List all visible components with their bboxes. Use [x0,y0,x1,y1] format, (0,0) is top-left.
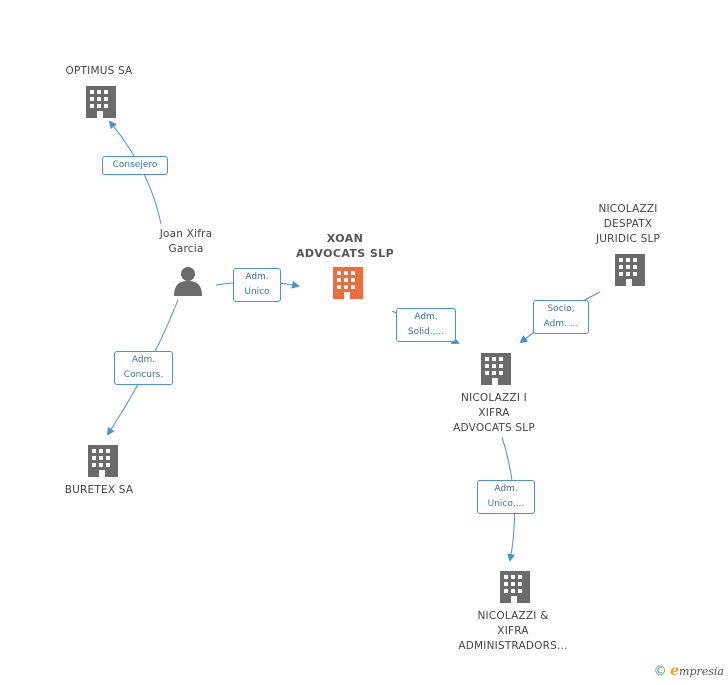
node-label-buretex[interactable]: BURETEX SA [29,483,169,498]
copyright-symbol: © [653,664,667,679]
edge-label-socio[interactable]: Socio, Adm. ... [533,300,589,334]
node-label-nicolazzi-admin[interactable]: NICOLAZZI & XIFRA ADMINISTRADORS... [443,609,583,654]
edge-label-line: Socio, [547,304,575,314]
building-icon[interactable] [615,254,645,286]
building-icon[interactable] [88,445,118,477]
node-label-line: NICOLAZZI & [477,610,549,622]
node-label-line: ADVOCATS SLP [453,422,535,434]
node-label-joan[interactable]: Joan Xifra Garcia [116,227,256,257]
node-label-xoan[interactable]: XOAN ADVOCATS SLP [275,231,415,261]
edge-label-line: Concurs. [123,370,164,380]
node-label-line: BURETEX SA [64,484,134,496]
edge-label-adm-concurs[interactable]: Adm. Concurs. [114,351,173,385]
building-icon[interactable] [86,86,116,118]
node-label-line: Garcia [168,243,204,255]
edge-label-line: Adm. [245,272,269,282]
building-icon[interactable] [481,353,511,385]
edge-label-line: Solid.,... [407,327,445,337]
node-label-line: XOAN [326,232,364,245]
brand-initial: e [670,663,680,679]
node-label-nicolazzi-advocats[interactable]: NICOLAZZI I XIFRA ADVOCATS SLP [424,391,564,436]
node-label-line: NICOLAZZI I [461,392,527,404]
brand-name: empresia [670,663,724,679]
edge-label-line: Consejero [112,160,158,170]
node-label-optimus[interactable]: OPTIMUS SA [29,64,169,79]
edge-label-line: Adm. [131,355,156,365]
person-icon[interactable] [174,267,202,296]
edge-label-line: Unico [244,287,270,297]
building-icon[interactable] [333,267,363,299]
edge-label-adm-unico2[interactable]: Adm. Unico,... [477,480,535,514]
edge-label-line: Adm. [414,312,438,322]
edge-label-line: Adm. ... [543,319,579,329]
node-label-line: OPTIMUS SA [65,65,133,77]
empresia-logo[interactable]: © empresia [654,663,724,679]
node-label-nicolazzi-despatx[interactable]: NICOLAZZI DESPATX JURIDIC SLP [558,202,698,247]
node-label-line: JURIDIC SLP [595,233,661,245]
node-label-line: XIFRA [478,407,510,419]
edge-label-line: Unico,... [487,499,525,509]
edge-label-consejero[interactable]: Consejero [102,156,168,175]
edge-label-adm-unico[interactable]: Adm. Unico [233,268,281,302]
brand-rest: mpresia [679,665,724,678]
node-label-line: DESPATX [603,218,653,230]
node-label-line: Joan Xifra [159,228,213,240]
edge-label-line: Adm. [494,484,518,494]
edge-label-adm-solid[interactable]: Adm. Solid.,... [396,308,456,342]
node-label-line: XIFRA [497,625,529,637]
building-icon[interactable] [500,571,530,603]
node-label-line: NICOLAZZI [598,203,658,215]
node-label-line: ADVOCATS SLP [295,247,395,260]
node-label-line: ADMINISTRADORS... [458,640,568,652]
